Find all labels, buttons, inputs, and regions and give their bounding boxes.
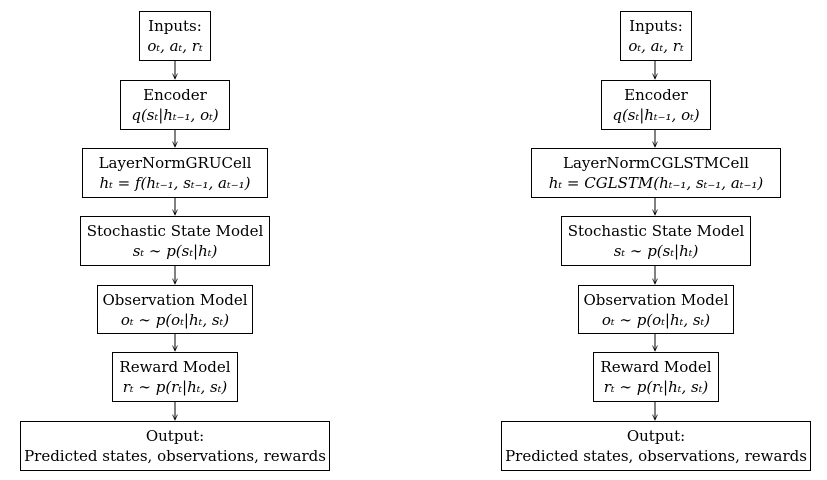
- left-cell-title: LayerNormGRUCell: [98, 154, 252, 172]
- right-cell-node: LayerNormCGLSTMCell hₜ = CGLSTM(hₜ₋₁, sₜ…: [531, 148, 781, 198]
- right-state-node: Stochastic State Model sₜ ∼ p(sₜ|hₜ): [561, 216, 751, 266]
- right-output-node: Output: Predicted states, observations, …: [501, 421, 811, 471]
- left-observation-title: Observation Model: [102, 290, 248, 309]
- left-cell-node: LayerNormGRUCell hₜ = f(hₜ₋₁, sₜ₋₁, aₜ₋₁…: [82, 148, 268, 198]
- left-reward-formula: rₜ ∼ p(rₜ|hₜ, sₜ): [122, 378, 228, 396]
- right-state-formula: sₜ ∼ p(sₜ|hₜ): [613, 242, 699, 260]
- left-observation-formula: oₜ ∼ p(oₜ|hₜ, sₜ): [120, 310, 230, 329]
- left-encoder-title: Encoder: [143, 86, 207, 104]
- right-reward-formula: rₜ ∼ p(rₜ|hₜ, sₜ): [603, 378, 709, 396]
- right-encoder-formula: q(sₜ|hₜ₋₁, oₜ): [612, 106, 700, 124]
- left-reward-title: Reward Model: [119, 358, 231, 376]
- right-cell-title: LayerNormCGLSTMCell: [563, 154, 749, 172]
- left-output-text: Predicted states, observations, rewards: [24, 447, 326, 465]
- left-inputs-title: Inputs:: [148, 17, 202, 35]
- left-state-formula: sₜ ∼ p(sₜ|hₜ): [132, 242, 218, 260]
- right-state-title: Stochastic State Model: [567, 222, 745, 240]
- right-observation-formula: oₜ ∼ p(oₜ|hₜ, sₜ): [601, 310, 711, 329]
- right-reward-node: Reward Model rₜ ∼ p(rₜ|hₜ, sₜ): [593, 352, 719, 402]
- right-reward-title: Reward Model: [600, 358, 712, 376]
- right-encoder-title: Encoder: [624, 86, 688, 104]
- left-output-title: Output:: [145, 427, 205, 445]
- right-output-text: Predicted states, observations, rewards: [505, 447, 807, 465]
- left-inputs-node: Inputs: oₜ, aₜ, rₜ: [139, 11, 211, 61]
- left-state-title: Stochastic State Model: [86, 222, 264, 240]
- right-inputs-node: Inputs: oₜ, aₜ, rₜ: [620, 11, 692, 61]
- left-state-node: Stochastic State Model sₜ ∼ p(sₜ|hₜ): [80, 216, 270, 266]
- left-encoder-node: Encoder q(sₜ|hₜ₋₁, oₜ): [120, 80, 230, 130]
- right-inputs-formula: oₜ, aₜ, rₜ: [628, 37, 684, 55]
- right-encoder-node: Encoder q(sₜ|hₜ₋₁, oₜ): [601, 80, 711, 130]
- right-output-title: Output:: [626, 427, 686, 445]
- left-inputs-formula: oₜ, aₜ, rₜ: [147, 37, 203, 55]
- right-cell-formula: hₜ = CGLSTM(hₜ₋₁, sₜ₋₁, aₜ₋₁): [548, 174, 764, 192]
- right-observation-title: Observation Model: [583, 290, 729, 309]
- left-observation-node: Observation Model oₜ ∼ p(oₜ|hₜ, sₜ): [97, 285, 253, 334]
- left-output-node: Output: Predicted states, observations, …: [20, 421, 330, 471]
- left-cell-formula: hₜ = f(hₜ₋₁, sₜ₋₁, aₜ₋₁): [99, 174, 251, 192]
- left-reward-node: Reward Model rₜ ∼ p(rₜ|hₜ, sₜ): [112, 352, 238, 402]
- left-encoder-formula: q(sₜ|hₜ₋₁, oₜ): [131, 106, 219, 124]
- right-observation-node: Observation Model oₜ ∼ p(oₜ|hₜ, sₜ): [578, 285, 734, 334]
- right-inputs-title: Inputs:: [629, 17, 683, 35]
